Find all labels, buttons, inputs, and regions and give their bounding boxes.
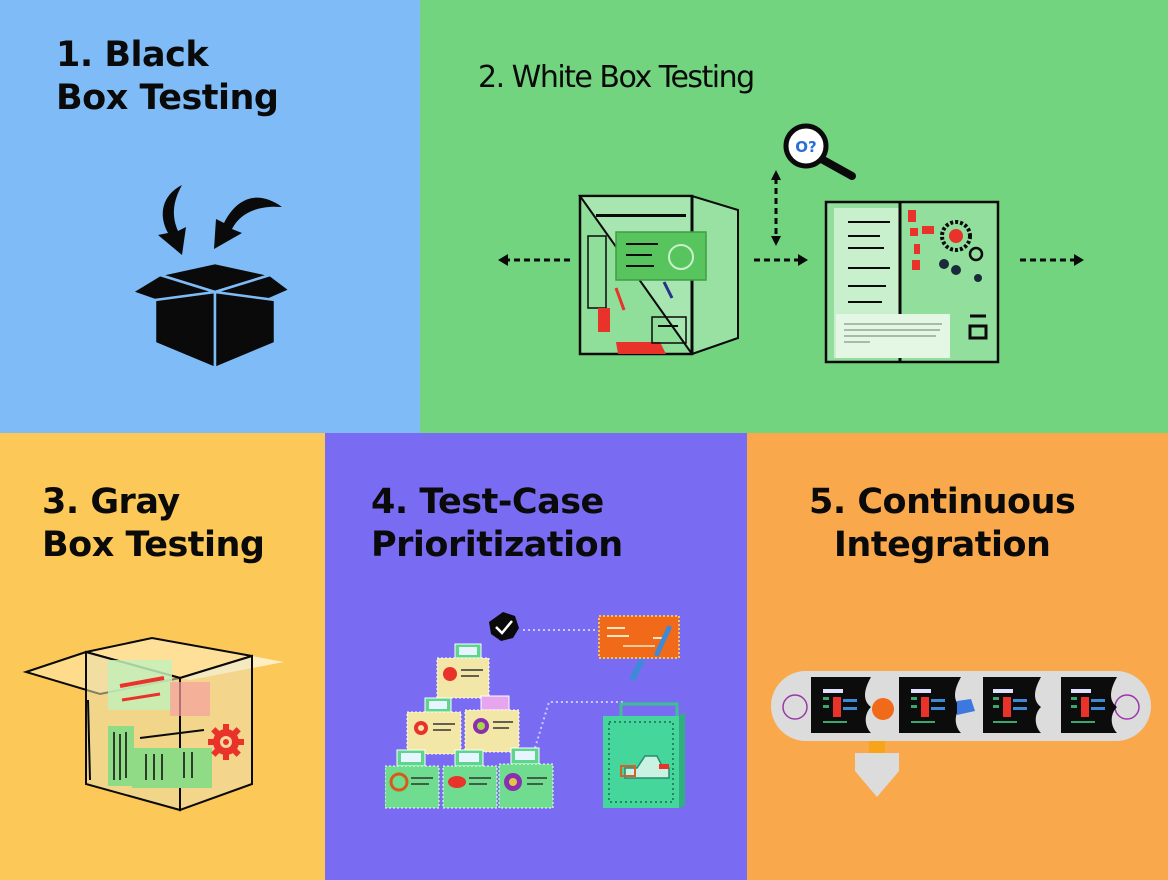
test-case-card [442,749,498,809]
code-screen-icon [1061,677,1117,733]
code-screen-icon [899,677,961,733]
panel-title: 4. Test-Case Prioritization [371,482,623,565]
test-case-card [385,749,440,809]
panel-gray-box-testing: 3. Gray Box Testing [0,433,325,880]
white-box-diagram: O? [498,123,1084,364]
test-case-card [436,643,490,699]
priority-card-icon [598,615,680,681]
test-case-card [498,747,554,809]
checkmark-badge-icon [489,612,519,641]
test-case-card [464,695,520,753]
gear-icon [208,724,244,760]
panel-white-box-testing: 2. White Box Testing [420,0,1168,433]
transparent-box-icon [578,194,739,356]
test-suite-bag-icon [603,702,685,808]
ci-pipeline-diagram [771,671,1151,797]
test-case-pyramid-diagram [385,612,685,809]
panel-title: 2. White Box Testing [478,60,755,95]
code-screen-icon [983,677,1041,733]
svg-text:O?: O? [795,138,816,156]
code-screen-icon [811,677,871,733]
panel-title: 1. Black Box Testing [56,35,279,118]
gray-box-icon [22,636,284,812]
code-document-icon [824,200,1000,364]
down-arrow-icon [855,741,899,797]
panel-title: 5. Continuous Integration [809,482,1076,565]
magnifier-icon: O? [783,123,856,180]
panel-black-box-testing: 1. Black Box Testing [0,0,420,433]
inward-arrow-icon [158,185,282,255]
open-box-icon [130,185,292,370]
panel-title: 3. Gray Box Testing [42,482,265,565]
panel-test-case-prioritization: 4. Test-Case Prioritization [325,433,747,880]
test-case-card [406,697,462,755]
panel-continuous-integration: 5. Continuous Integration [747,433,1168,880]
